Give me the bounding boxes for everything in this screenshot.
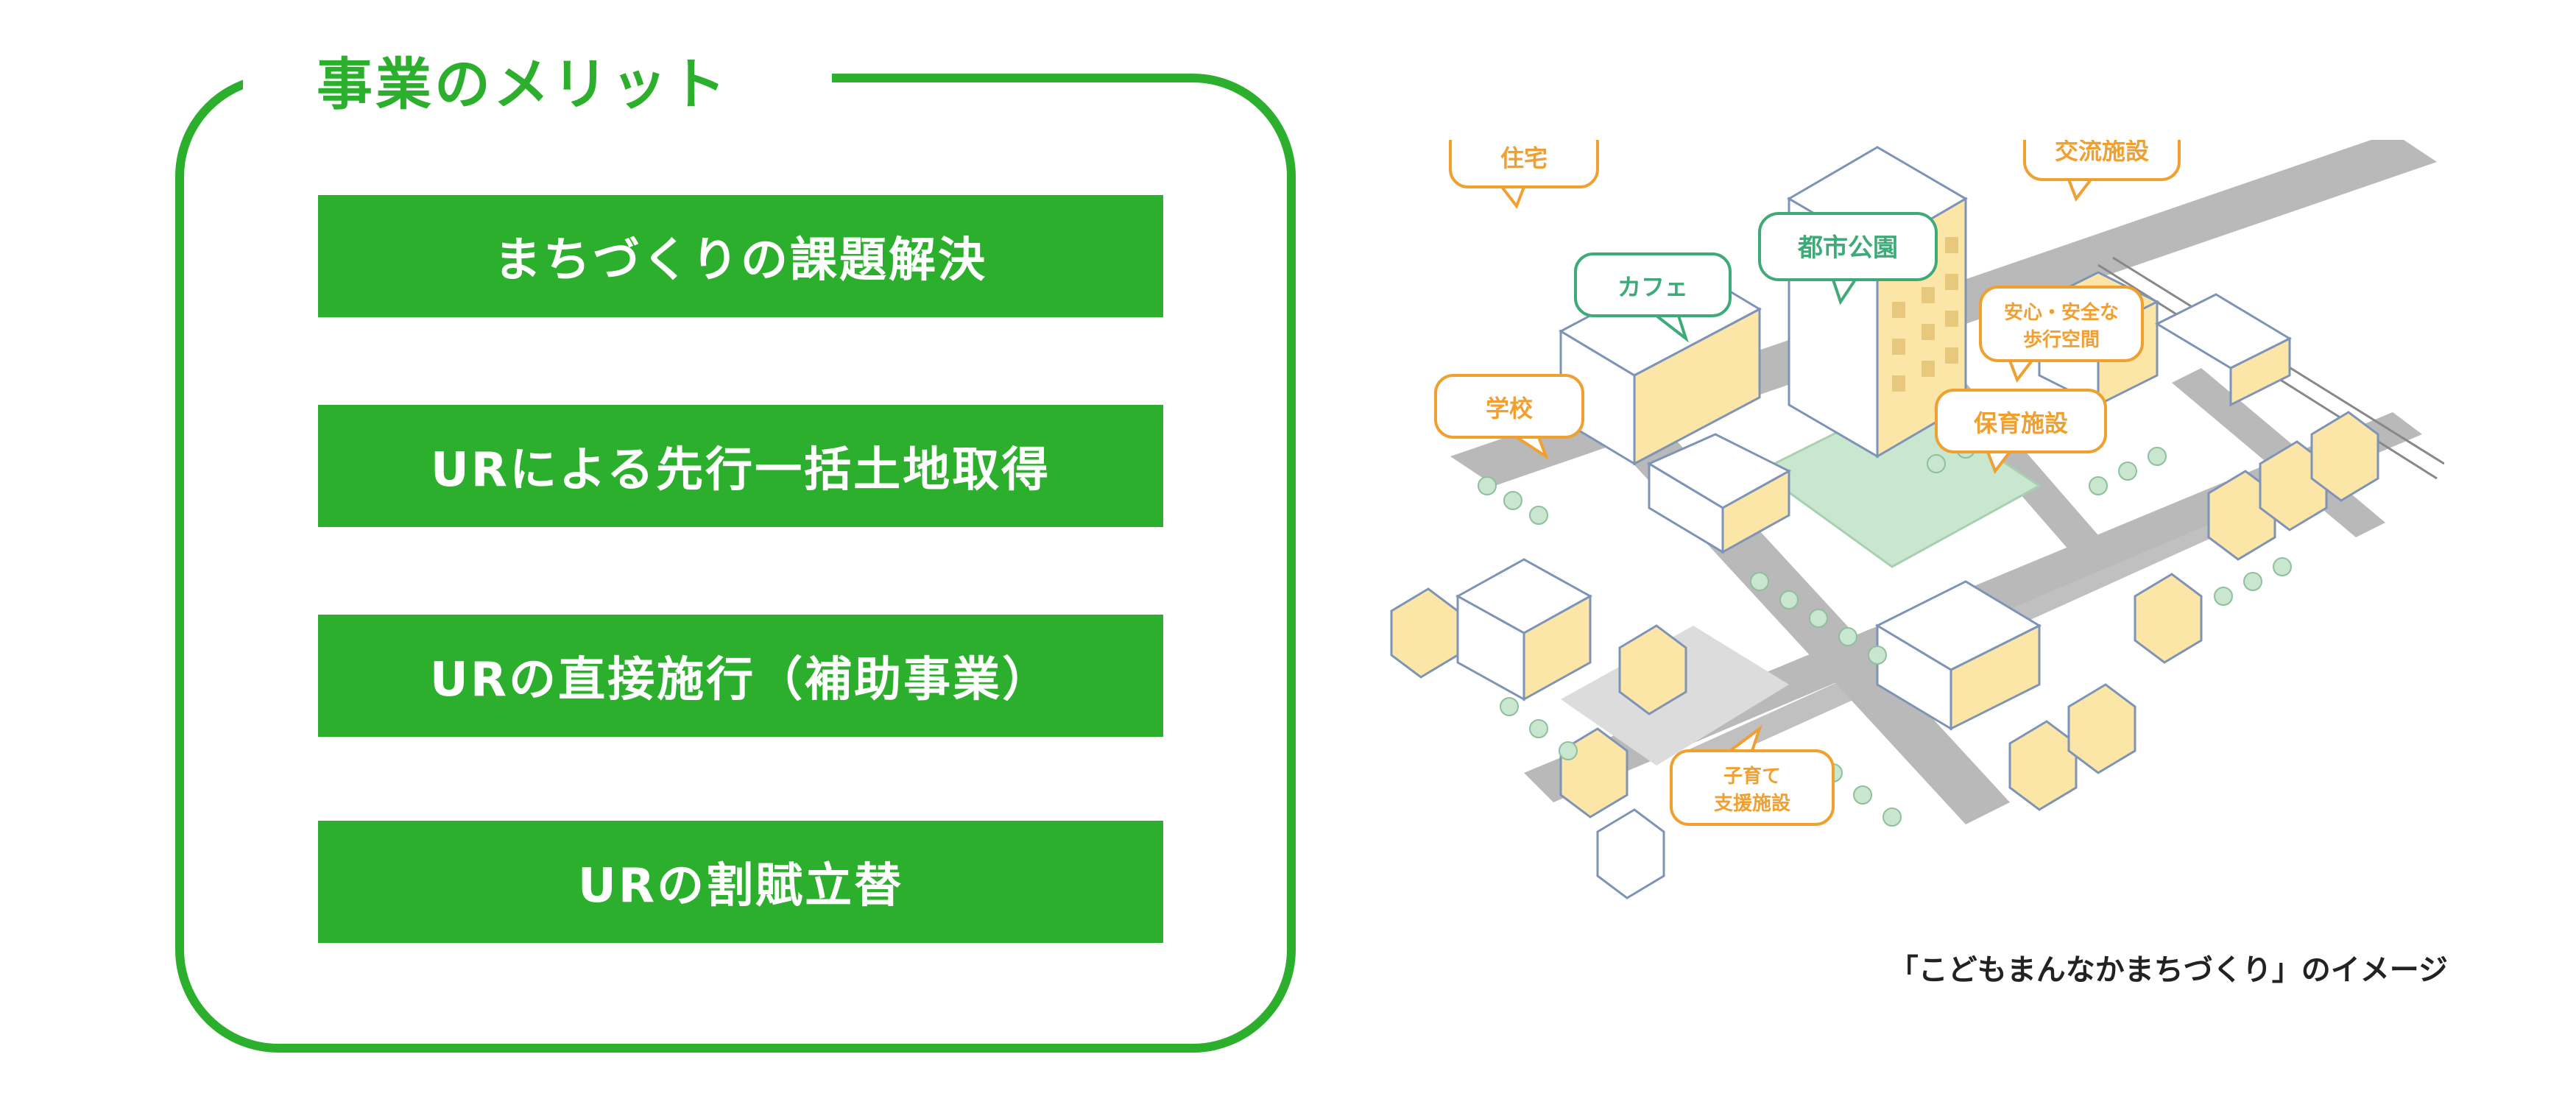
label-nursery: 保育施設: [1935, 389, 2107, 475]
label-park-text: 都市公園: [1797, 233, 1898, 263]
label-housing-text: 住宅: [1500, 144, 1548, 172]
nursery-building: [1874, 580, 2042, 731]
houses: [1390, 411, 2379, 899]
train: [2154, 293, 2293, 407]
label-cafe: カフェ: [1574, 252, 1732, 343]
label-exchange-text: 交流施設: [2055, 140, 2149, 165]
merit-item-1: まちづくりの課題解決: [318, 195, 1163, 317]
merits-title-wrap: 事業のメリット: [243, 35, 832, 124]
label-school-text: 学校: [1486, 395, 1533, 423]
label-park: 都市公園: [1758, 212, 1938, 305]
merit-item-4: URの割賦立替: [318, 821, 1163, 943]
merit-item-3: URの直接施行（補助事業）: [318, 615, 1163, 737]
label-housing: 住宅: [1449, 140, 1599, 210]
label-school: 学校: [1434, 374, 1584, 461]
merits-title: 事業のメリット: [317, 52, 729, 117]
school-building: [1455, 558, 1593, 701]
illustration-caption: 「こどもまんなかまちづくり」のイメージ: [1888, 953, 2448, 987]
label-childcare: 子育て 支援施設: [1670, 724, 1835, 826]
label-walkway-text-1: 安心・安全な: [2004, 301, 2119, 324]
town-illustration: 住宅 交流施設 安心・安全な 歩行空間 学校 保育施設 子育て 支援施設 都市公…: [1390, 140, 2444, 899]
label-walkway-text-2: 歩行空間: [2023, 328, 2100, 351]
cafe-building: [1646, 433, 1792, 554]
label-cafe-text: カフェ: [1617, 273, 1688, 301]
label-exchange: 交流施設: [2023, 140, 2181, 202]
merit-item-2: URによる先行一括土地取得: [318, 405, 1163, 527]
label-nursery-text: 保育施設: [1974, 409, 2068, 437]
label-walkway: 安心・安全な 歩行空間: [1979, 286, 2144, 383]
label-childcare-text-2: 支援施設: [1714, 792, 1791, 815]
label-childcare-text-1: 子育て: [1723, 765, 1781, 788]
